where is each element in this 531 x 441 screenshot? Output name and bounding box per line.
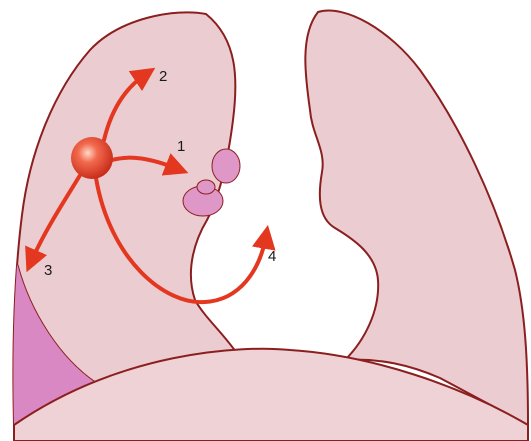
lymph-node-middle [197,180,215,194]
label-1: 1 [177,138,185,155]
label-2: 2 [159,68,167,85]
label-3: 3 [44,262,52,279]
lymph-node-upper [212,149,240,183]
label-4: 4 [268,248,276,265]
primary-tumor [71,137,113,179]
